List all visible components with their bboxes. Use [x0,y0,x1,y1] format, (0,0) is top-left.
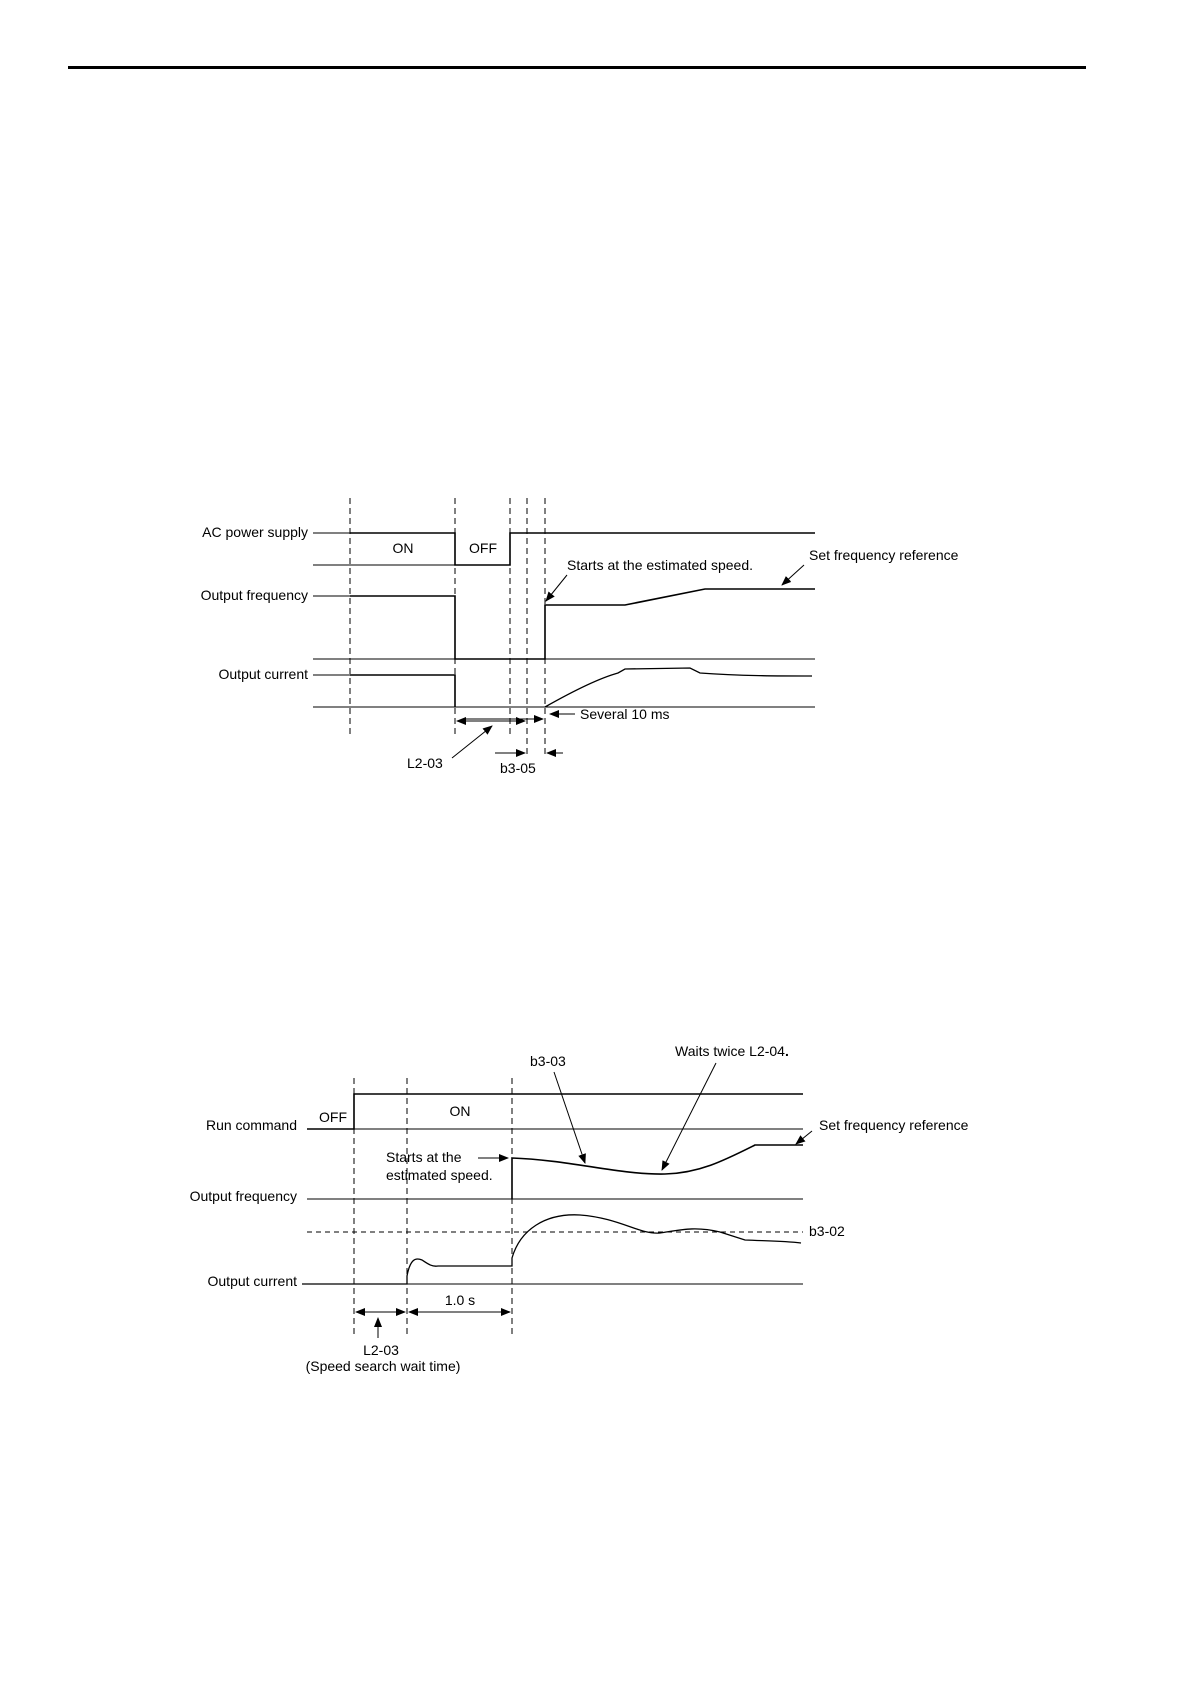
label-output-frequency: Output frequency [201,587,308,603]
annotation-l2-03: L2-03 [363,1342,399,1358]
waveform-output-current [302,1214,802,1285]
speed-search-timing-diagram-1: AC power supply Output frequency Output … [201,498,959,776]
label-output-current: Output current [219,666,309,682]
annotation-b3-05: b3-05 [500,760,536,776]
waits-twice-text: Waits twice L2-04 [675,1043,785,1059]
speed-search-timing-diagram-2: Run command Output frequency Output curr… [190,1043,969,1374]
annotation-starts-line1: Starts at the [386,1149,462,1165]
annotation-b3-02: b3-02 [809,1223,845,1239]
waveform-output-current-post [544,667,813,708]
annotation-set-freq-ref: Set frequency reference [819,1117,969,1133]
waveform-output-frequency [350,588,815,660]
header-rule [68,66,1086,69]
annotation-waits-twice: Waits twice L2-04. [675,1043,789,1059]
label-run-command: Run command [206,1117,297,1133]
waits-twice-dot: . [785,1043,789,1059]
timing-markers [349,498,546,755]
state-on: ON [450,1103,471,1119]
arrow-set-freq-ref [781,564,805,586]
timing-markers [353,1078,513,1338]
waveform-output-frequency [511,1144,803,1199]
annotation-starts-line2: estimated speed. [386,1167,493,1183]
annotation-1-0-s: 1.0 s [445,1292,475,1308]
arrow-b3-03 [553,1071,586,1164]
annotation-speed-search-wait: (Speed search wait time) [306,1358,461,1374]
label-output-current: Output current [208,1273,298,1289]
annotation-set-freq-ref: Set frequency reference [809,547,959,563]
arrow-l2-03 [451,725,493,759]
state-on: ON [393,540,414,556]
label-output-frequency: Output frequency [190,1188,297,1204]
annotation-starts-estimated: Starts at the estimated speed. [567,557,753,573]
annotation-b3-03: b3-03 [530,1053,566,1069]
annotation-several-10ms: Several 10 ms [580,706,669,722]
state-off: OFF [319,1109,347,1125]
waveform-ac-power [350,532,815,566]
arrow-waits-twice [661,1062,717,1171]
annotation-l2-03: L2-03 [407,755,443,771]
state-off: OFF [469,540,497,556]
arrow-set-freq-ref [795,1130,813,1145]
waveform-run-command [307,1093,803,1130]
label-ac-power-supply: AC power supply [202,524,308,540]
arrow-starts-estimated [545,574,568,602]
waveform-output-current-pre [350,674,456,707]
